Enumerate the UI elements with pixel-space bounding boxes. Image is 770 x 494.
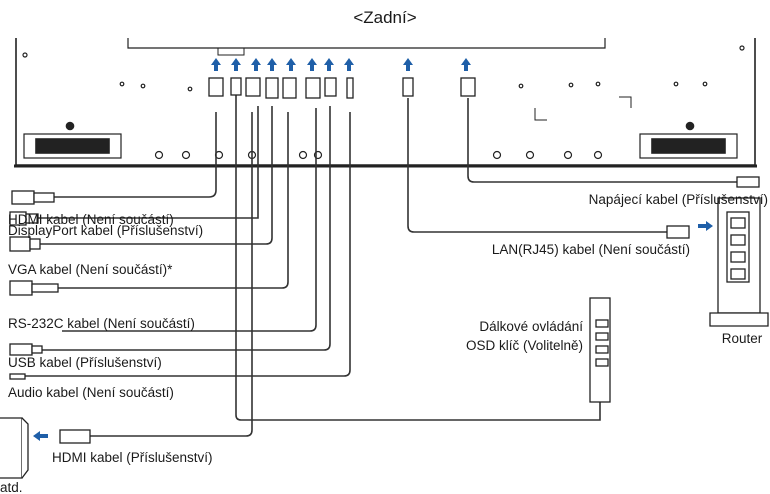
remote-cable	[235, 95, 601, 421]
arrow-up-icon	[231, 58, 241, 71]
cable-label-power: Napájecí kabel (Příslušenství)	[589, 192, 768, 207]
arrow-up-icon	[403, 58, 413, 71]
hdmi-plug-icon	[11, 190, 35, 205]
port-arrows	[33, 58, 713, 441]
panel-screws	[22, 45, 745, 160]
power-plug-icon	[736, 176, 760, 188]
lan-plug-icon	[402, 77, 414, 97]
arrow-up-icon	[211, 58, 221, 71]
arrow-up-icon	[344, 58, 354, 71]
monitor-back-panel	[14, 38, 757, 168]
osd-remote-keypad-icon	[589, 297, 611, 403]
arrow-up-icon	[307, 58, 317, 71]
cable-label-audio: Audio kabel (Není součástí)	[8, 385, 174, 400]
arrow-left-icon	[33, 431, 48, 441]
arrow-up-icon	[461, 58, 471, 71]
hdmi-plug-icon	[208, 77, 224, 97]
external-device-label: atd.	[0, 480, 23, 494]
displayport-plug-icon	[230, 77, 242, 96]
arrow-up-icon	[251, 58, 261, 71]
arrow-right-icon	[698, 221, 713, 231]
usb-plug-icon	[324, 77, 337, 97]
hdmi-in-cable	[54, 112, 217, 198]
audio-plug-icon	[9, 373, 26, 380]
rs232c-2-cable	[62, 108, 317, 332]
cable-label-hdmi: HDMI kabel (Není součástí)	[8, 212, 174, 227]
cable-lines	[25, 95, 745, 437]
power-cable	[467, 98, 745, 183]
remote-label-line2: OSD klíč (Volitelně)	[466, 338, 583, 353]
arrow-up-icon	[324, 58, 334, 71]
rs232c-cable	[58, 112, 289, 289]
audio-cable	[25, 112, 351, 377]
usb-plug-icon	[9, 343, 33, 356]
left-connectors	[9, 190, 91, 444]
vga-plug-icon	[282, 77, 297, 99]
rs232c-plug-icon	[9, 280, 33, 296]
usb-cable	[42, 106, 331, 351]
rs232c-plug-icon	[305, 77, 321, 99]
power-plug-icon	[460, 77, 476, 97]
router-label: Router	[722, 331, 763, 346]
cable-label-displayport: DisplayPort kabel (Příslušenství)	[8, 223, 203, 238]
vga-plug-icon	[9, 236, 31, 252]
panel-plugs	[208, 77, 476, 99]
router-icon	[709, 197, 769, 327]
lan-plug-icon	[666, 225, 690, 239]
hdmi-plug-icon	[59, 429, 91, 444]
arrow-up-icon	[267, 58, 277, 71]
cable-label-usb: USB kabel (Příslušenství)	[8, 355, 162, 370]
hdmi-plug-icon	[245, 77, 261, 97]
rs232c-plug-icon	[265, 77, 279, 99]
external-display-icon	[0, 417, 29, 479]
lan-cable	[407, 98, 667, 233]
arrow-up-icon	[286, 58, 296, 71]
vga-cable	[40, 106, 273, 245]
audio-plug-icon	[346, 77, 354, 99]
cable-label-vga: VGA kabel (Není součástí)*	[8, 262, 173, 277]
displayport-cable	[38, 106, 259, 219]
remote-label-line1: Dálkové ovládání	[479, 319, 583, 334]
hdmi-out-cable	[90, 112, 253, 437]
cable-label-lan: LAN(RJ45) kabel (Není součástí)	[492, 242, 690, 257]
right-connectors	[666, 176, 760, 239]
cable-label-hdmi-out: HDMI kabel (Příslušenství)	[52, 450, 213, 465]
diagram-title: <Zadní>	[353, 8, 416, 27]
cable-label-rs232c: RS-232C kabel (Není součástí)	[8, 316, 195, 331]
